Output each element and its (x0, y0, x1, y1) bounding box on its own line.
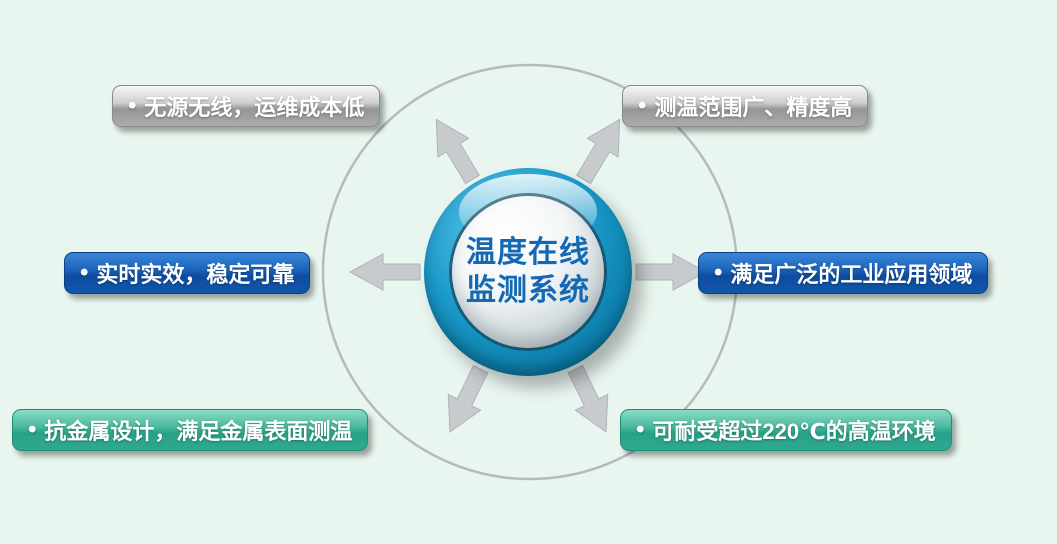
pill-label-bottom-left: 抗金属设计，满足金属表面测温 (44, 419, 353, 444)
center-title: 温度在线 监测系统 (466, 234, 590, 311)
center-sphere: 温度在线 监测系统 (424, 168, 632, 376)
center-title-line2: 监测系统 (466, 274, 590, 307)
bullet-icon: • (714, 259, 723, 286)
pill-label-bottom-right: 可耐受超过220℃的高温环境 (652, 419, 936, 444)
pill-label-top-right: 测温范围广、精度高 (654, 95, 853, 120)
bullet-icon: • (80, 259, 89, 286)
feature-pill-top-right: • 测温范围广、精度高 (622, 85, 869, 127)
pill-label-mid-right: 满足广泛的工业应用领域 (730, 262, 973, 287)
feature-pill-bottom-right: • 可耐受超过220℃的高温环境 (620, 409, 952, 451)
arrow-up-left-icon (435, 118, 480, 185)
bullet-icon: • (638, 92, 647, 119)
center-sphere-inner: 温度在线 监测系统 (452, 196, 604, 348)
arrow-left-icon (348, 253, 421, 291)
arrow-down-left-icon (447, 364, 489, 433)
bullet-icon: • (28, 416, 37, 443)
bullet-icon: • (128, 92, 137, 119)
arrow-up-right-icon (576, 118, 621, 185)
pill-label-mid-left: 实时实效，稳定可靠 (96, 262, 295, 287)
feature-pill-bottom-left: • 抗金属设计，满足金属表面测温 (12, 409, 369, 451)
arrow-right-icon (635, 253, 708, 291)
feature-pill-top-left: • 无源无线，运维成本低 (112, 85, 381, 127)
feature-pill-mid-right: • 满足广泛的工业应用领域 (698, 252, 989, 294)
center-title-line1: 温度在线 (466, 235, 590, 269)
feature-pill-mid-left: • 实时实效，稳定可靠 (64, 252, 311, 294)
arrow-down-right-icon (567, 364, 609, 433)
pill-label-top-left: 无源无线，运维成本低 (144, 95, 365, 120)
bullet-icon: • (636, 416, 645, 443)
